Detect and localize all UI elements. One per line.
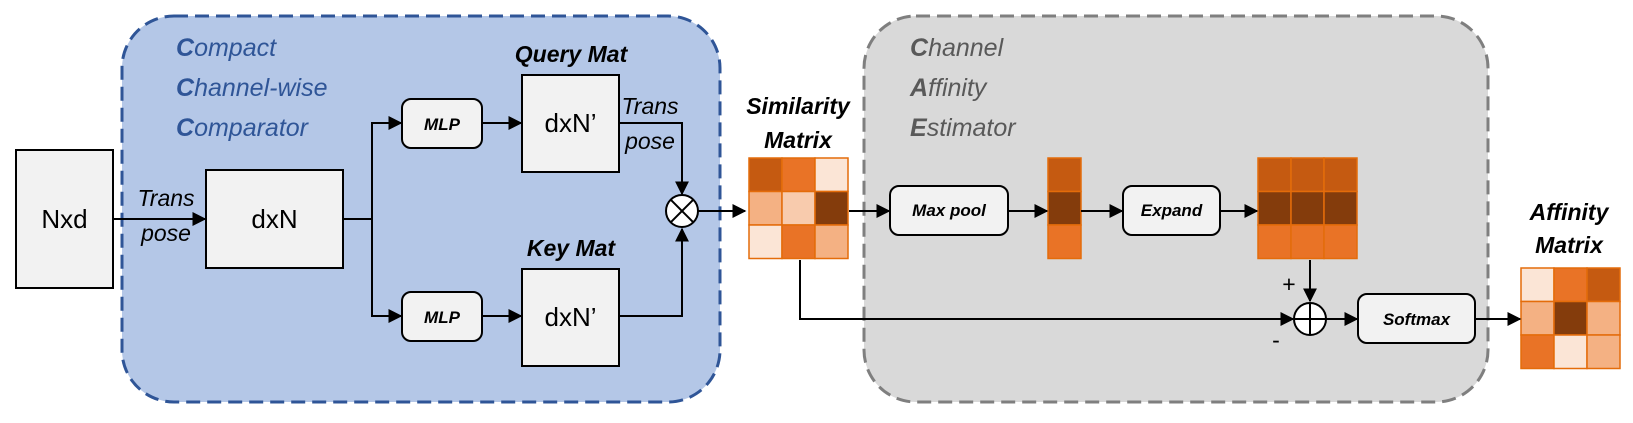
mlp-top-label: MLP	[424, 115, 461, 134]
similarity-cell	[814, 224, 849, 260]
expanded-cell	[1323, 224, 1358, 260]
expanded-cell	[1323, 190, 1358, 226]
input-box	[15, 149, 114, 289]
affinity-cell	[1586, 267, 1621, 303]
affinity-cell	[1520, 300, 1555, 336]
maxpool-cell	[1047, 190, 1082, 226]
affinity-cell	[1586, 334, 1621, 370]
similarity-cell	[781, 224, 816, 260]
affinity-cell	[1553, 267, 1588, 303]
affinity-cell	[1553, 334, 1588, 370]
affinity-title-line2: Matrix	[1535, 232, 1604, 258]
transpose1-line2: pose	[140, 220, 191, 246]
query-mat-label: dxN’	[544, 108, 596, 138]
ccc-title-line1: Compact	[176, 34, 277, 62]
affinity-cell	[1553, 300, 1588, 336]
minus-sign: -	[1272, 327, 1280, 353]
affinity-cell	[1520, 267, 1555, 303]
transpose2-line2: pose	[624, 128, 675, 154]
expanded-matrix	[1257, 157, 1358, 260]
expanded-cell	[1290, 190, 1325, 226]
similarity-cell	[814, 157, 849, 193]
query-mat-title: Query Mat	[515, 41, 629, 67]
arrow-query-to-multiply	[619, 122, 689, 196]
maxpool-output-column	[1047, 157, 1082, 260]
maxpool-cell	[1047, 224, 1082, 260]
similarity-matrix	[748, 157, 849, 260]
cae-title-line2: Affinity	[909, 74, 988, 102]
ccc-title-line2: Channel-wise	[176, 74, 327, 102]
key-mat-label: dxN’	[544, 302, 596, 332]
multiply-icon	[665, 194, 699, 228]
expanded-cell	[1257, 224, 1292, 260]
softmax-label: Softmax	[1383, 310, 1452, 329]
expanded-cell	[1257, 157, 1292, 193]
expanded-cell	[1257, 190, 1292, 226]
key-mat-box	[521, 268, 620, 367]
dxn-label: dxN	[251, 204, 297, 234]
arrow-key-to-multiply	[619, 227, 689, 317]
arrow-dxn-to-mlp-bottom	[371, 219, 403, 323]
similarity-cell	[781, 157, 816, 193]
transpose1-line1: Trans	[137, 185, 195, 211]
arrow-similarity-skip-to-add	[799, 260, 1295, 326]
transpose2-line1: Trans	[621, 93, 679, 119]
similarity-title-line2: Matrix	[764, 127, 833, 153]
expanded-cell	[1290, 157, 1325, 193]
affinity-cell	[1586, 300, 1621, 336]
key-mat-title: Key Mat	[527, 235, 617, 261]
similarity-cell	[748, 224, 783, 260]
similarity-cell	[748, 190, 783, 226]
affinity-matrix	[1520, 267, 1621, 370]
affinity-title-line1: Affinity	[1529, 199, 1610, 225]
maxpool-cell	[1047, 157, 1082, 193]
query-mat-box	[521, 74, 620, 173]
expanded-cell	[1290, 224, 1325, 260]
expand-label: Expand	[1141, 201, 1203, 220]
maxpool-label: Max pool	[912, 201, 987, 220]
similarity-cell	[814, 190, 849, 226]
similarity-cell	[781, 190, 816, 226]
cae-title-line3: Estimator	[910, 114, 1017, 142]
affinity-cell	[1520, 334, 1555, 370]
arrow-dxn-to-mlp-top	[343, 116, 403, 220]
input-label: Nxd	[41, 204, 87, 234]
similarity-title-line1: Similarity	[746, 93, 851, 119]
mlp-bottom-label: MLP	[424, 308, 461, 327]
ccc-title-line3: Comparator	[176, 114, 310, 142]
add-icon	[1293, 302, 1327, 336]
plus-sign: +	[1282, 271, 1295, 297]
expanded-cell	[1323, 157, 1358, 193]
cae-title-line1: Channel	[910, 34, 1005, 62]
similarity-cell	[748, 157, 783, 193]
dxn-box	[205, 169, 344, 269]
